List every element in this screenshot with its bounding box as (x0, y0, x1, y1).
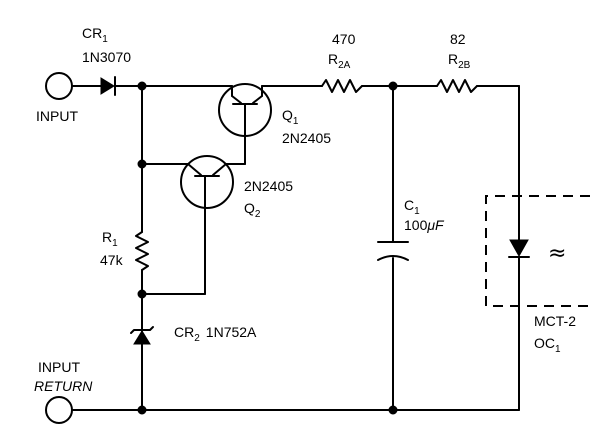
resistor-r2b (436, 79, 478, 93)
q1-ref-label: Q1 (282, 107, 299, 127)
input-terminal (45, 72, 73, 100)
resistor-r1 (135, 231, 149, 271)
oc1-part-label: MCT-2 (534, 313, 576, 329)
r2b-value-label: 82 (450, 31, 466, 47)
cr1-part-label: 1N3070 (82, 49, 131, 65)
q1-part-label: 2N2405 (282, 130, 331, 146)
input-return-label-line2: RETURN (34, 378, 93, 394)
q2-part-label: 2N2405 (244, 178, 293, 194)
input-return-terminal (45, 396, 73, 424)
r2b-ref-label: R2B (448, 51, 471, 71)
oc1-ref-label: OC1 (534, 335, 561, 355)
transistor-q1 (218, 83, 272, 137)
diode-cr1 (100, 76, 116, 96)
c1-value-label: 100μF (404, 217, 445, 233)
optocoupler-dashed-box (485, 195, 590, 307)
optocoupler-led (509, 239, 529, 258)
light-emission-icon: ≈ (548, 241, 566, 266)
q2-ref-label: Q2 (244, 200, 261, 220)
input-return-label-line1: INPUT (38, 359, 80, 375)
transistor-q2 (179, 155, 236, 209)
optocoupler-oc1 (485, 195, 590, 307)
r2a-value-label: 470 (332, 31, 356, 47)
r1-value-label: 47k (100, 252, 124, 268)
junction-dots (137, 81, 398, 415)
labels: CR1 1N3070 INPUT INPUT RETURN 470 R2A 82… (34, 25, 576, 394)
input-label: INPUT (36, 108, 78, 124)
resistor-r2a (321, 79, 363, 93)
zener-cr2 (130, 315, 154, 345)
capacitor-c1 (377, 241, 409, 261)
r2a-ref-label: R2A (328, 51, 351, 71)
cr1-ref-label: CR1 (82, 25, 108, 45)
c1-ref-label: C1 (404, 197, 420, 217)
wires (72, 85, 520, 411)
r1-ref-label: R1 (102, 229, 118, 249)
